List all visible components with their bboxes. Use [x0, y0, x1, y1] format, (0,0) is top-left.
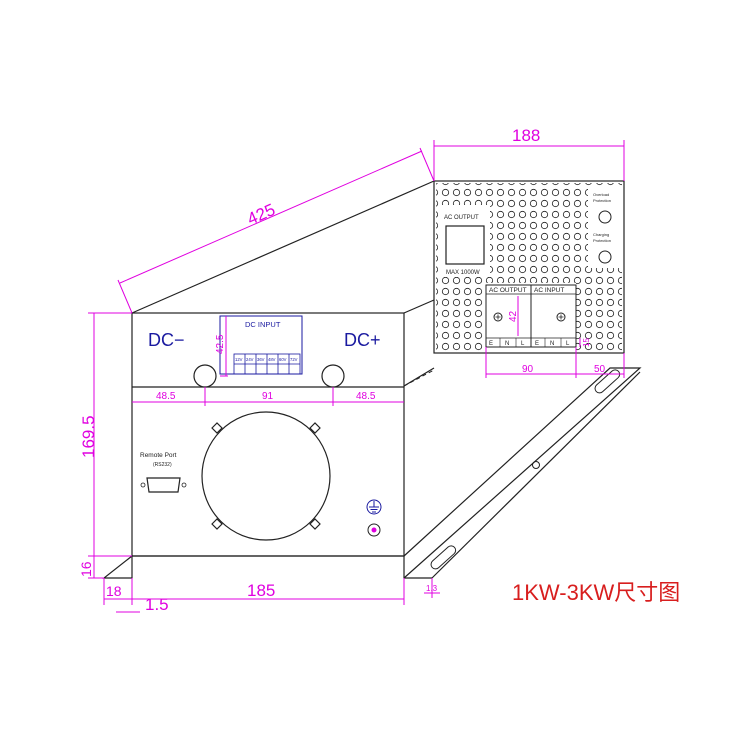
dc-plus-label: DC+: [344, 330, 381, 350]
rear-vent-grid-right: [576, 283, 622, 351]
rs232-screw-left: [140, 482, 146, 488]
dim-flange: 1.3: [426, 584, 438, 593]
dim-terminal-height: 42: [508, 310, 519, 322]
dim-rear-width: 188: [512, 126, 540, 145]
hidden-edge: [403, 369, 435, 387]
dc-input-title: DC INPUT: [245, 320, 281, 329]
terminal-left-pin-n: N: [505, 341, 509, 347]
charging-led: [598, 250, 612, 264]
bracket-slots: [430, 369, 621, 570]
dc-option-48v: 48V: [268, 357, 276, 362]
terminal-right-pin-n: N: [550, 341, 554, 347]
charging-label-2: Protection: [593, 238, 611, 243]
charging-label-1: Charging: [593, 232, 609, 237]
overload-led: [598, 210, 612, 224]
dc-option-36v: 36V: [257, 357, 265, 362]
ground-terminal-center: [371, 527, 377, 533]
dc-option-72v: 72V: [290, 357, 298, 362]
remote-port-sub: (RS232): [153, 462, 172, 468]
dc-plus-terminal-hole: [321, 364, 345, 388]
terminal-right-title: AC INPUT: [534, 287, 564, 294]
rs232-screw-right: [181, 482, 187, 488]
dc-input-table: [233, 353, 301, 375]
terminal-right-pin-e: E: [535, 341, 539, 347]
dim-hole-offset-left: 48.5: [156, 391, 176, 402]
dim-terminal-side: 15: [582, 338, 591, 347]
remote-port-label: Remote Port: [140, 452, 177, 459]
ac-output-label: AC OUTPUT: [444, 215, 479, 221]
dim-terminal-edge: 50: [594, 364, 606, 375]
dc-option-24v: 24V: [246, 357, 254, 362]
dim-sheet-thickness: 1.5: [145, 595, 169, 614]
enclosure-outline: [131, 180, 625, 557]
dim-hole-offset-right: 48.5: [356, 391, 376, 402]
terminal-right-pin-l: L: [566, 341, 570, 347]
dim-foot-height: 16: [78, 561, 94, 577]
dc-option-60v: 60V: [279, 357, 287, 362]
dimension-lines: [88, 140, 625, 613]
ground-icon: [366, 499, 382, 515]
ac-output-socket: [445, 225, 485, 265]
max-power-label: MAX 1000W: [446, 270, 480, 276]
dim-hole-vertical: 42.5: [215, 334, 226, 354]
overload-label-2: Protection: [593, 198, 611, 203]
drawing-caption: 1KW-3KW尺寸图: [512, 580, 680, 605]
rs232-port-icon: [146, 477, 181, 493]
terminal-left-title: AC OUTPUT: [489, 287, 527, 294]
dc-minus-terminal-hole: [193, 364, 217, 388]
terminal-left-pin-e: E: [489, 341, 493, 347]
terminal-blocks: [485, 284, 577, 348]
dim-hole-spacing: 91: [262, 391, 274, 402]
terminal-left-pin-l: L: [521, 341, 525, 347]
dc-minus-label: DC−: [148, 330, 185, 350]
rear-vent-grid-left: [436, 283, 486, 351]
dim-terminal-spacing: 90: [522, 364, 534, 375]
dim-front-width: 185: [247, 581, 275, 600]
dim-height: 169.5: [79, 415, 98, 458]
dim-foot-left: 18: [106, 583, 122, 599]
dc-option-12v: 12V: [235, 357, 243, 362]
fan-opening: [201, 411, 331, 541]
dim-length: 425: [244, 200, 278, 229]
overload-label-1: Overload: [593, 192, 609, 197]
